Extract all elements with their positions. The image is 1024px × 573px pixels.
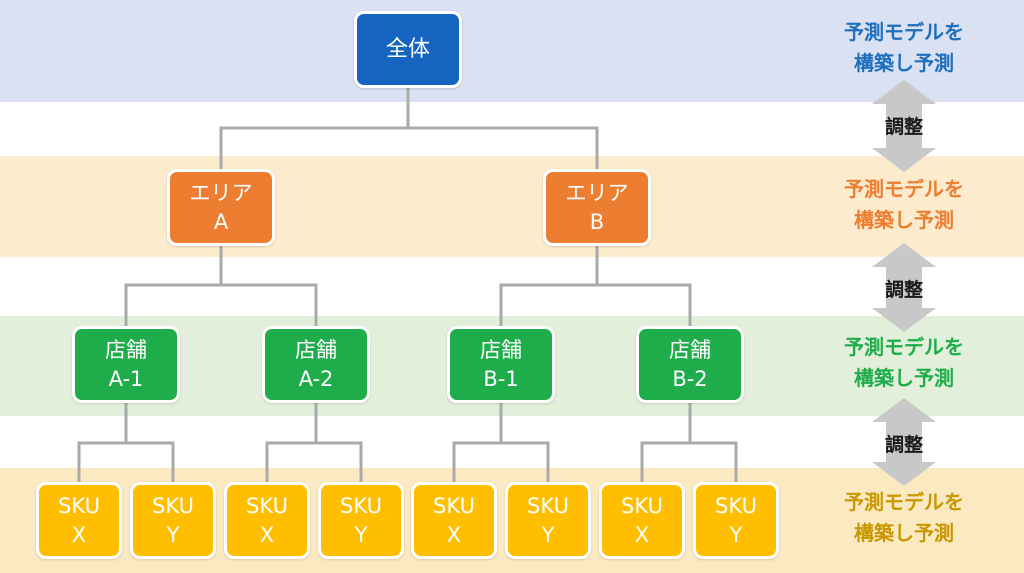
adjust-label: 調整 (884, 116, 923, 138)
node-area-b: エリア B (543, 169, 651, 246)
node-label: X (259, 522, 275, 547)
node-sku: SKU X (224, 482, 310, 559)
node-label: X (446, 522, 462, 547)
node-label: 店舗 (480, 337, 522, 362)
caption-line: 構築し予測 (854, 521, 954, 545)
caption-line: 予測モデルを (844, 20, 964, 44)
node-label: SKU (340, 493, 382, 518)
node-store-b2: 店舗 B-2 (636, 326, 744, 403)
node-label: SKU (246, 493, 288, 518)
connector-store-a2-skus (265, 401, 363, 487)
node-label: Y (354, 522, 368, 547)
node-sku: SKU Y (318, 482, 404, 559)
node-sku: SKU Y (130, 482, 216, 559)
connector-root-areas (219, 86, 599, 174)
node-label: SKU (527, 493, 569, 518)
caption-line: 構築し予測 (854, 208, 954, 232)
caption-line: 予測モデルを (844, 490, 964, 514)
double-arrow-icon (872, 243, 936, 332)
node-label: エリア (565, 180, 629, 205)
node-label: Y (166, 522, 180, 547)
adjust-label: 調整 (884, 279, 923, 301)
node-label: SKU (58, 493, 100, 518)
node-label: A (213, 209, 229, 234)
node-label: SKU (621, 493, 663, 518)
node-label: B-2 (672, 366, 708, 391)
node-label: X (71, 522, 87, 547)
node-label: 店舗 (669, 337, 711, 362)
node-store-b1: 店舗 B-1 (447, 326, 555, 403)
node-sku: SKU X (411, 482, 497, 559)
node-sku: SKU X (599, 482, 685, 559)
node-store-a2: 店舗 A-2 (262, 326, 370, 403)
connector-store-b1-skus (452, 401, 550, 487)
level-caption-store: 予測モデルを 構築し予測 (808, 332, 1000, 394)
adjust-arrows (872, 80, 936, 486)
connector-area-b-stores (499, 244, 692, 331)
node-label: 全体 (385, 37, 430, 62)
caption-line: 予測モデルを (844, 335, 964, 359)
node-area-a: エリア A (167, 169, 275, 246)
node-label: SKU (433, 493, 475, 518)
caption-line: 予測モデルを (844, 177, 964, 201)
node-label: X (634, 522, 650, 547)
node-label: エリア (189, 180, 253, 205)
connector-store-a1-skus (77, 401, 175, 487)
connector-area-a-stores (124, 244, 318, 331)
level-caption-total: 予測モデルを 構築し予測 (808, 17, 1000, 79)
level-caption-area: 予測モデルを 構築し予測 (808, 174, 1000, 236)
node-label: Y (729, 522, 743, 547)
connector-store-b2-skus (640, 401, 738, 487)
node-label: 店舗 (105, 337, 147, 362)
node-label: A-1 (108, 366, 144, 391)
double-arrow-icon (872, 398, 936, 486)
node-sku: SKU Y (505, 482, 591, 559)
node-label: B-1 (483, 366, 519, 391)
node-label: SKU (715, 493, 757, 518)
double-arrow-icon (872, 80, 936, 172)
node-label: Y (541, 522, 555, 547)
node-sku: SKU Y (693, 482, 779, 559)
node-store-a1: 店舗 A-1 (72, 326, 180, 403)
node-label: 店舗 (295, 337, 337, 362)
caption-line: 構築し予測 (854, 366, 954, 390)
node-total: 全体 (354, 11, 462, 88)
node-label: SKU (152, 493, 194, 518)
adjust-label: 調整 (884, 434, 923, 456)
node-label: A-2 (298, 366, 334, 391)
node-sku: SKU X (36, 482, 122, 559)
caption-line: 構築し予測 (854, 51, 954, 75)
level-caption-sku: 予測モデルを 構築し予測 (808, 487, 1000, 549)
node-label: B (589, 209, 605, 234)
level-band-total (0, 0, 1024, 102)
